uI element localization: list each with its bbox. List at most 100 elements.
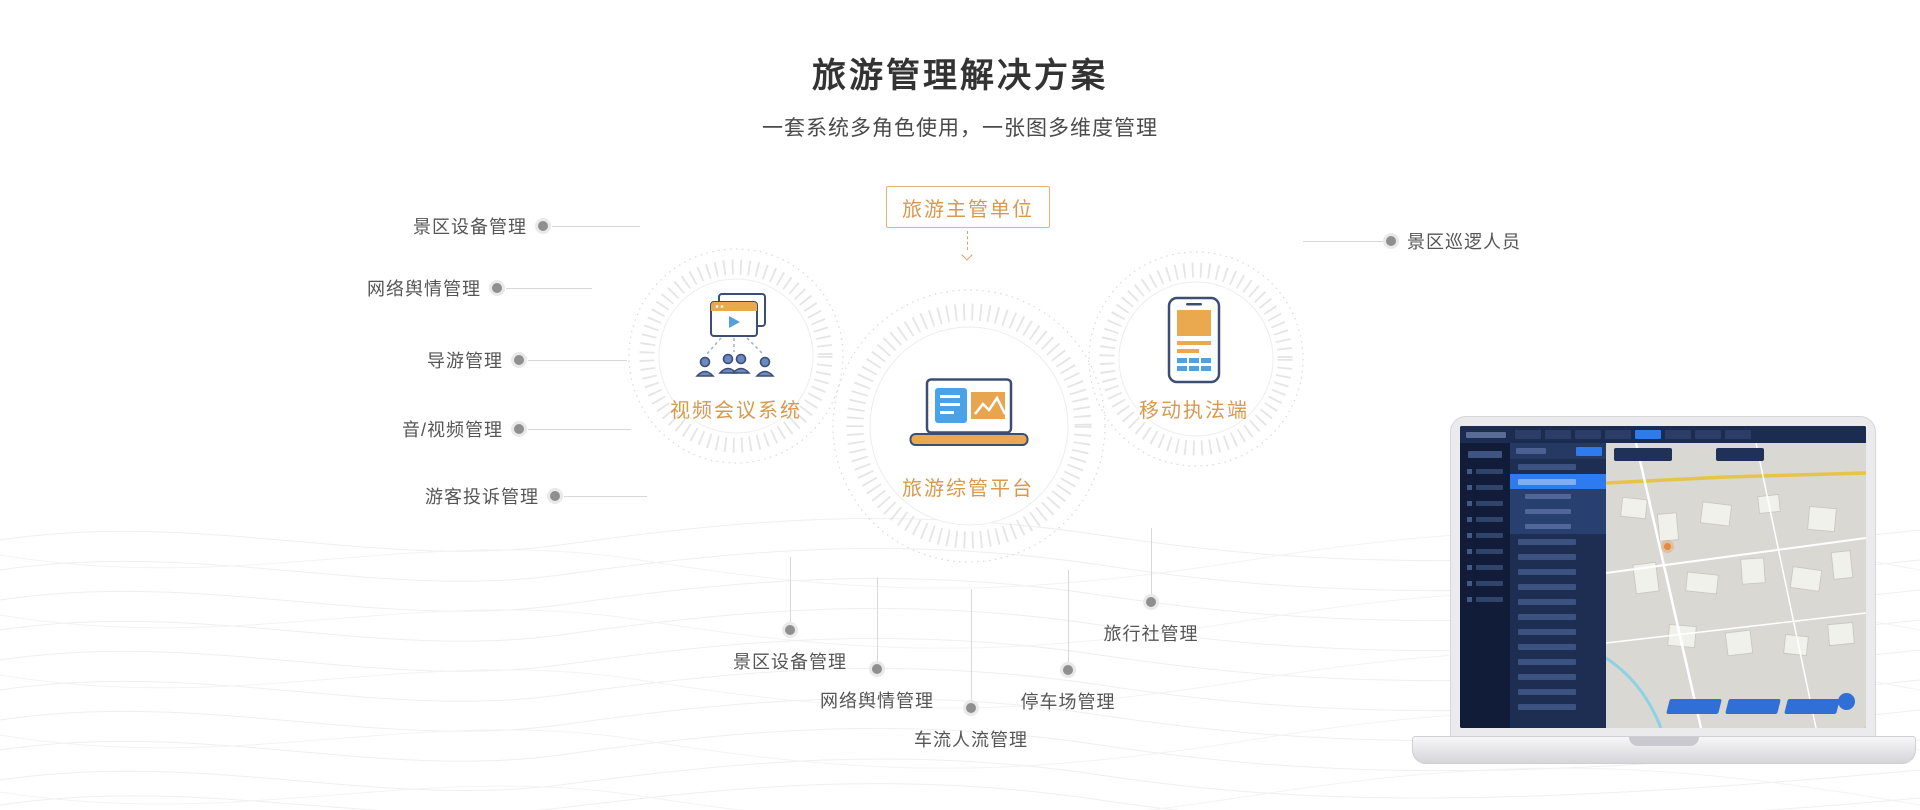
connector-line (790, 557, 791, 622)
video-conference-icon (695, 293, 775, 377)
dashboard-tab (1695, 430, 1721, 439)
dashboard-tab-active (1635, 430, 1661, 439)
connector-dot (785, 625, 795, 635)
authority-node-label: 旅游主管单位 (902, 198, 1034, 221)
sidebar-menu-row (1467, 597, 1503, 602)
page-title: 旅游管理解决方案 (812, 57, 1108, 95)
panel-row (1510, 624, 1606, 639)
connector-dot (1146, 597, 1156, 607)
dashboard-tab (1725, 430, 1751, 439)
map-button (1666, 699, 1722, 714)
dashboard-tab (1515, 430, 1541, 439)
left-node-ring (628, 248, 844, 464)
sidebar-menu-row (1467, 517, 1503, 522)
mobile-enforcement-phone-icon (1167, 296, 1221, 384)
sidebar-menu-row (1467, 469, 1503, 474)
connector-dot (872, 664, 882, 674)
panel-row (1510, 579, 1606, 594)
left-label-complaints: 游客投诉管理 (425, 487, 539, 507)
connector-dot (1386, 236, 1396, 246)
map-marker (1664, 543, 1671, 550)
map-button-row (1666, 699, 1840, 714)
platform-laptop-icon (909, 378, 1029, 446)
connector-dot (966, 703, 976, 713)
connector-dot (514, 355, 524, 365)
sidebar-menu-row (1467, 485, 1503, 490)
panel-row (1510, 699, 1606, 714)
left-label-tour-guide: 导游管理 (427, 351, 503, 371)
dashboard-screenshot (1460, 426, 1866, 728)
left-label-audio-video: 音/视频管理 (401, 420, 503, 440)
authority-node: 旅游主管单位 (886, 186, 1050, 228)
dashboard-map (1606, 443, 1866, 728)
map-button (1784, 699, 1840, 714)
left-label-equipment: 景区设备管理 (413, 217, 527, 237)
map-overlay-chip (1614, 448, 1672, 461)
connector-line (1303, 241, 1383, 242)
connector-line (528, 360, 627, 361)
laptop-notch (1629, 737, 1699, 746)
dashboard-list-panel (1510, 443, 1606, 728)
panel-row (1510, 654, 1606, 669)
panel-row (1510, 489, 1606, 504)
connector-line (564, 496, 647, 497)
panel-header (1510, 443, 1606, 459)
connector-line (552, 226, 640, 227)
connector-dot (550, 491, 560, 501)
dashboard-tab (1545, 430, 1571, 439)
map-overlay-chip (1716, 448, 1764, 461)
connector-line (528, 429, 631, 430)
connector-line (506, 288, 592, 289)
sidebar-menu-row (1467, 549, 1503, 554)
dashboard-tab (1575, 430, 1601, 439)
map-roads (1606, 443, 1866, 728)
panel-row (1510, 459, 1606, 474)
left-label-public-opinion: 网络舆情管理 (367, 279, 481, 299)
page-subtitle: 一套系统多角色使用，一张图多维度管理 (762, 117, 1158, 140)
bottom-label-public-opinion: 网络舆情管理 (820, 691, 934, 711)
bottom-label-traffic-flow: 车流人流管理 (914, 730, 1028, 750)
connector-dot (1063, 665, 1073, 675)
connector-line (1151, 528, 1152, 594)
right-label-patrol: 景区巡逻人员 (1407, 232, 1521, 252)
panel-row (1510, 684, 1606, 699)
sidebar-menu-row (1467, 581, 1503, 586)
dashboard-topbar (1460, 426, 1866, 443)
bottom-label-parking: 停车场管理 (1020, 692, 1116, 712)
panel-row (1510, 564, 1606, 579)
map-round-button (1838, 693, 1855, 710)
dashed-down-arrow-icon (961, 249, 973, 261)
panel-row (1510, 504, 1606, 519)
connector-dot (514, 424, 524, 434)
panel-row (1510, 609, 1606, 624)
connector-line (1068, 570, 1069, 662)
sidebar-menu-row (1467, 565, 1503, 570)
dashboard-tab (1665, 430, 1691, 439)
sidebar-menu-row (1467, 533, 1503, 538)
dashboard-logo (1466, 431, 1506, 438)
dashboard-tab (1605, 430, 1631, 439)
left-node-label: 视频会议系统 (670, 400, 802, 422)
panel-row (1510, 519, 1606, 534)
connector-line (971, 589, 972, 700)
connector-dot (492, 283, 502, 293)
dashboard-sidebar (1460, 443, 1510, 728)
panel-row (1510, 639, 1606, 654)
connector-line (877, 577, 878, 661)
laptop-screen (1450, 416, 1876, 738)
panel-row (1510, 669, 1606, 684)
map-button (1725, 699, 1781, 714)
sidebar-logo (1468, 451, 1502, 458)
bottom-label-travel-agency: 旅行社管理 (1103, 624, 1199, 644)
dashed-arrow-stem (967, 231, 968, 250)
laptop-mockup (1412, 416, 1916, 768)
panel-row-selected (1510, 474, 1606, 489)
sidebar-menu-row (1467, 501, 1503, 506)
connector-dot (538, 221, 548, 231)
panel-row (1510, 534, 1606, 549)
panel-row (1510, 549, 1606, 564)
center-node-label: 旅游综管平台 (902, 478, 1034, 500)
bottom-label-equipment: 景区设备管理 (733, 652, 847, 672)
right-node-label: 移动执法端 (1139, 400, 1249, 422)
